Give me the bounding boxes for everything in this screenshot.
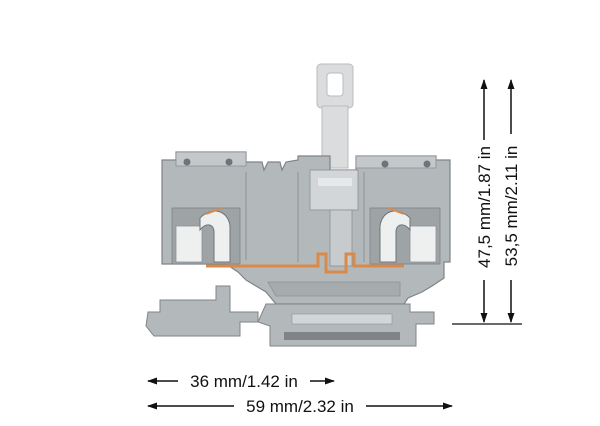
dimension-width-overall: 59 mm/2.32 in [147,397,453,416]
busbar [206,252,404,274]
rail-foot [145,285,435,347]
dimension-label-width-inner: 36 mm/1.42 in [190,372,298,391]
dimension-height-terminal: 47,5 mm/1.87 in [475,79,494,323]
terminal-block [145,63,451,347]
clamp-right [369,207,441,265]
dimension-label-height-overall: 53,5 mm/2.11 in [502,146,521,267]
dimension-label-height-terminal: 47,5 mm/1.87 in [475,146,494,268]
dimension-label-width-overall: 59 mm/2.32 in [246,397,354,416]
dimension-height-overall: 53,5 mm/2.11 in [502,79,521,323]
test-lever [316,63,354,169]
dimension-width-inner: 36 mm/1.42 in [147,372,335,391]
clamp-left [171,207,241,265]
